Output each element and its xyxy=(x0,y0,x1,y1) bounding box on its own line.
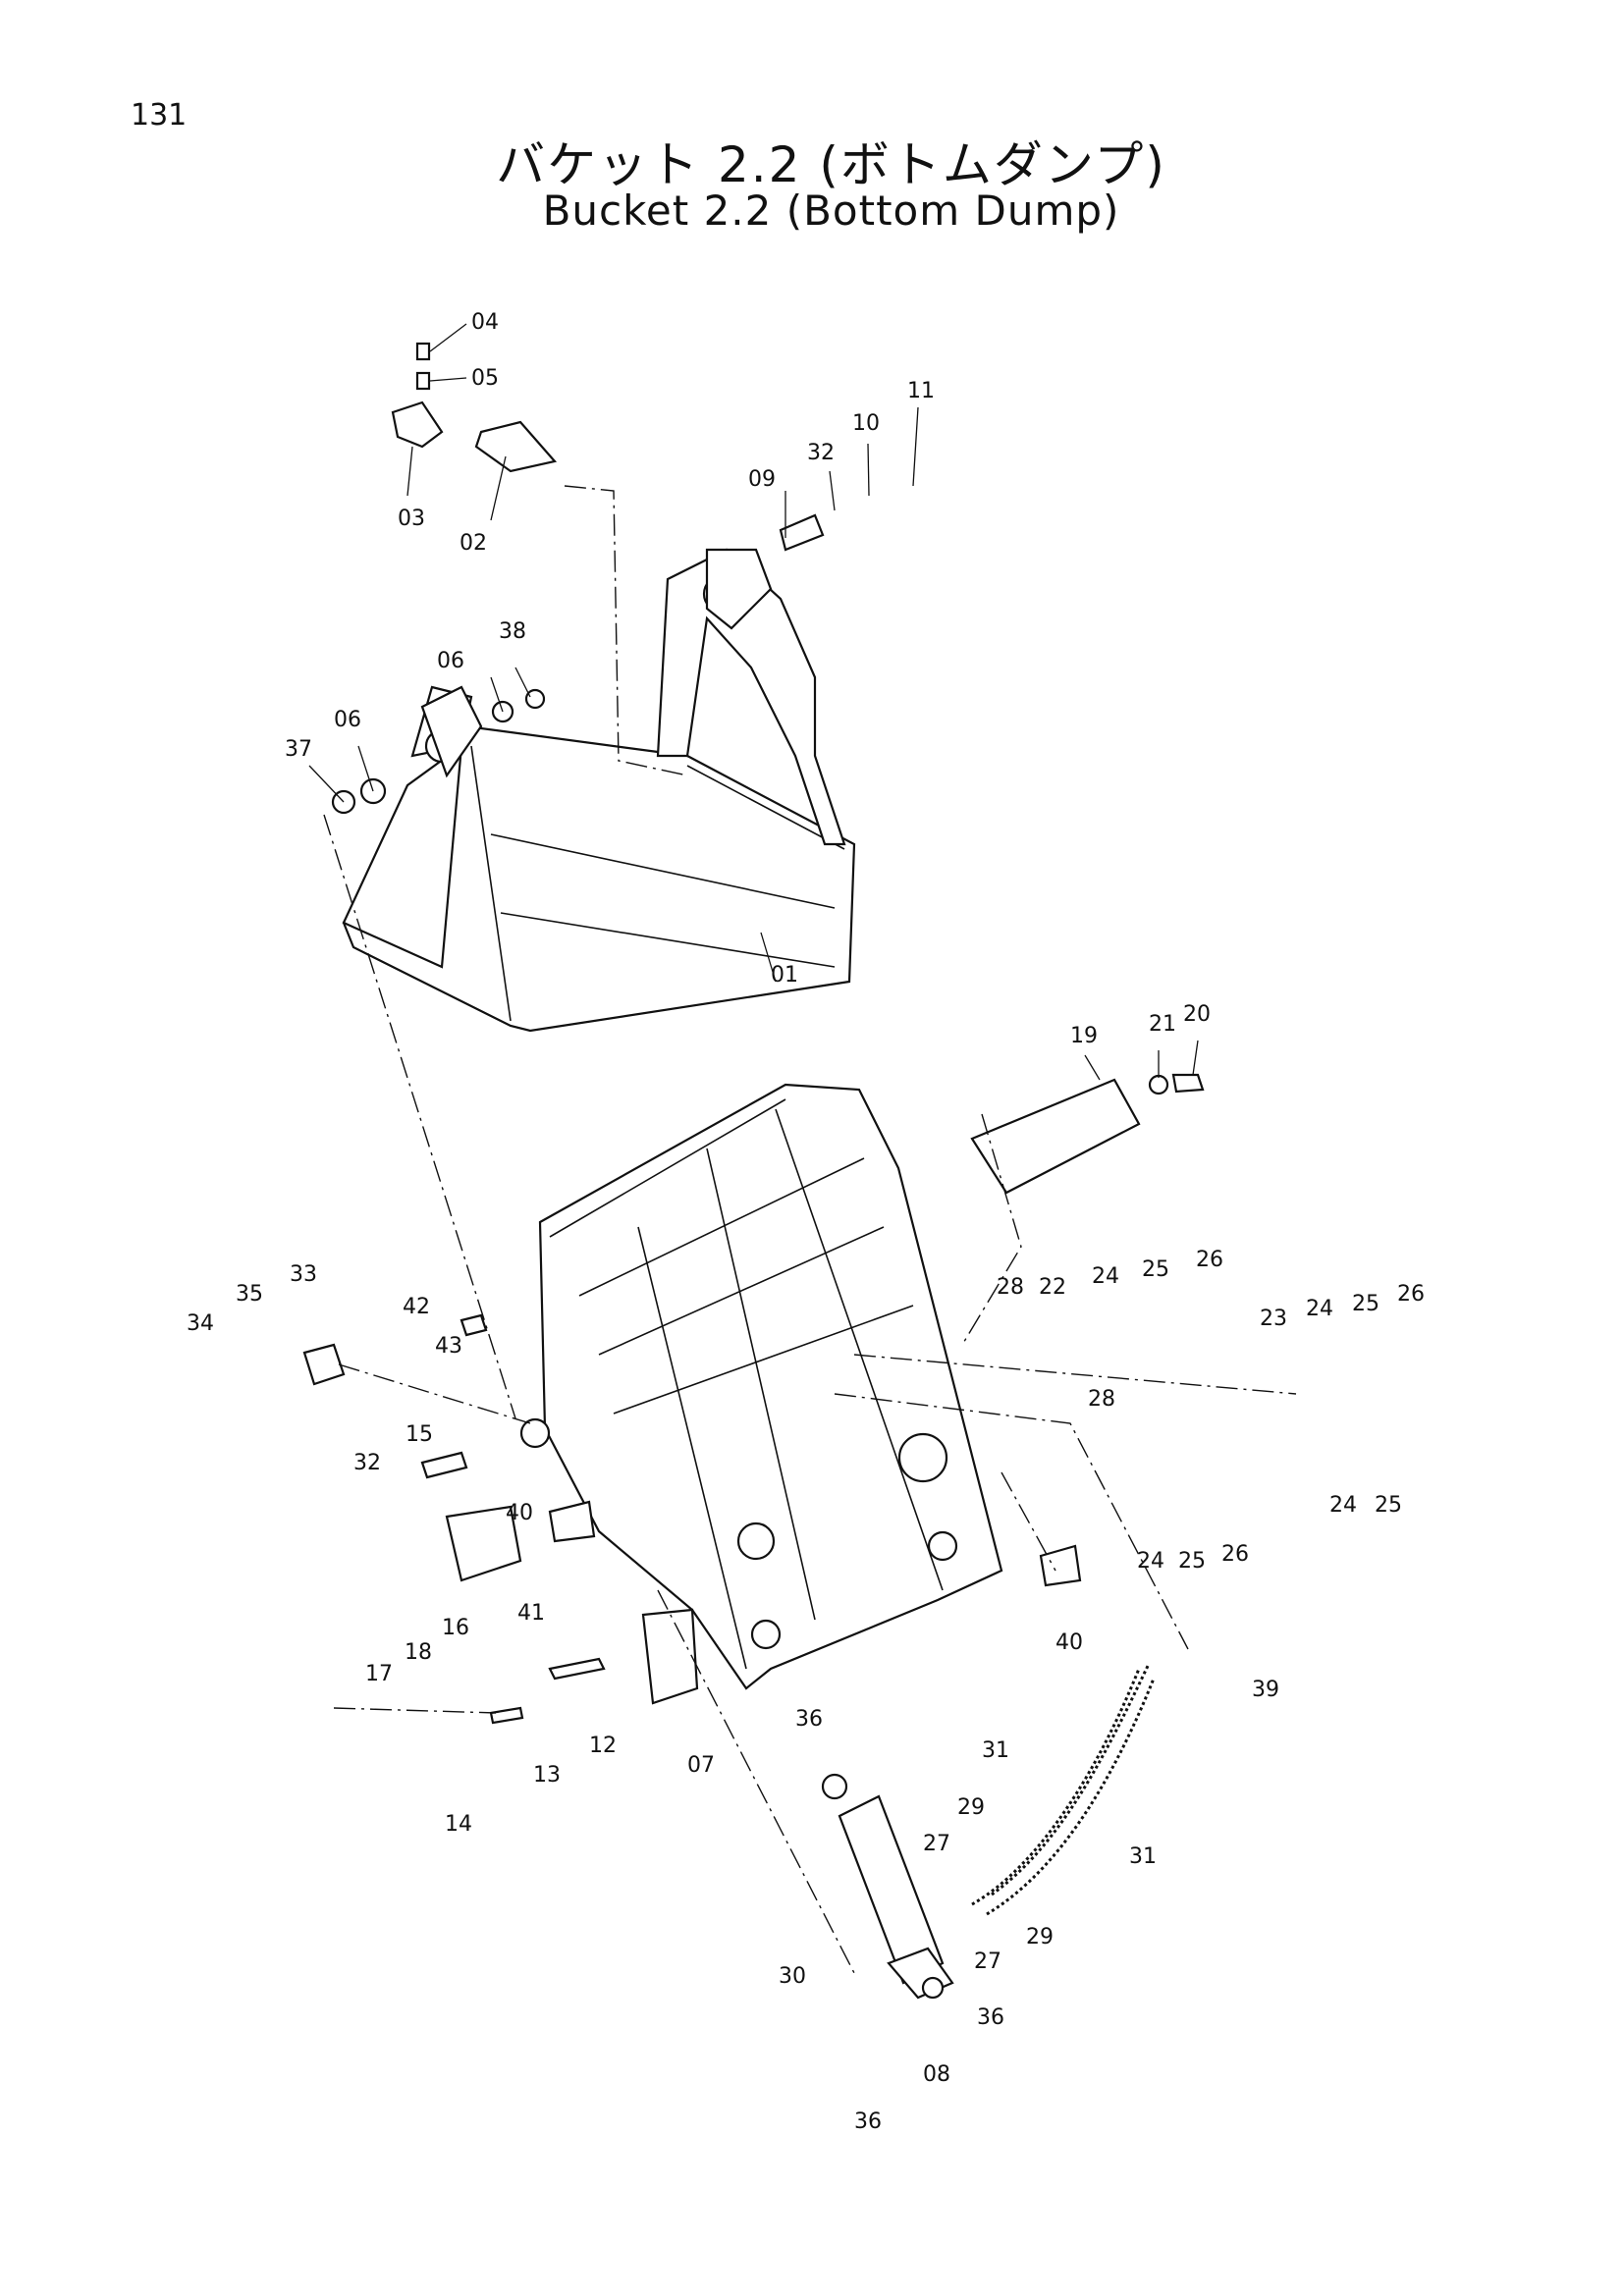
callout-31a: 31 xyxy=(982,1738,1009,1763)
callout-27a: 27 xyxy=(923,1832,950,1856)
callout-24a: 24 xyxy=(1092,1264,1119,1289)
assembly-lines xyxy=(323,485,1297,1974)
callout-01: 01 xyxy=(771,963,798,988)
cylinder xyxy=(821,1773,954,2000)
callout-09: 09 xyxy=(748,467,776,492)
callout-32b: 32 xyxy=(353,1451,381,1475)
page-number: 131 xyxy=(131,98,188,133)
callout-25c: 25 xyxy=(1375,1493,1402,1518)
callout-24c: 24 xyxy=(1329,1493,1357,1518)
callout-35: 35 xyxy=(236,1282,263,1307)
callout-08: 08 xyxy=(923,2062,950,2087)
callout-36c: 36 xyxy=(854,2109,882,2134)
callout-42: 42 xyxy=(403,1295,430,1319)
callout-34: 34 xyxy=(187,1311,214,1336)
callout-28a: 28 xyxy=(997,1275,1024,1300)
callout-27b: 27 xyxy=(974,1949,1001,1974)
callout-39: 39 xyxy=(1252,1678,1279,1702)
callout-15: 15 xyxy=(406,1422,433,1447)
callout-32a: 32 xyxy=(807,441,835,465)
callout-40b: 40 xyxy=(1055,1630,1083,1655)
callout-26c: 26 xyxy=(1221,1542,1249,1567)
callout-13: 13 xyxy=(533,1763,561,1788)
title-english: Bucket 2.2 (Bottom Dump) xyxy=(542,187,1120,235)
callout-labels: 04 05 03 02 09 32 10 11 38 06 06 37 01 1… xyxy=(187,310,1425,2134)
callout-29a: 29 xyxy=(957,1795,985,1820)
callout-19: 19 xyxy=(1070,1024,1098,1048)
callout-06b: 06 xyxy=(334,708,361,732)
callout-10: 10 xyxy=(852,411,880,436)
callout-40a: 40 xyxy=(506,1501,533,1525)
callout-14: 14 xyxy=(445,1812,472,1837)
callout-23: 23 xyxy=(1260,1307,1287,1331)
callout-33: 33 xyxy=(290,1262,317,1287)
callout-29b: 29 xyxy=(1026,1925,1054,1949)
leader-lines xyxy=(308,323,1199,1081)
callout-06a: 06 xyxy=(437,649,464,673)
callout-07: 07 xyxy=(687,1753,715,1778)
cover-plate xyxy=(970,1073,1205,1195)
callout-03: 03 xyxy=(398,507,425,531)
title-japanese: バケット 2.2 (ボトムダンプ) xyxy=(496,136,1166,193)
callout-25d: 25 xyxy=(1178,1549,1206,1574)
callout-43: 43 xyxy=(435,1334,462,1359)
callout-25b: 25 xyxy=(1352,1292,1380,1316)
callout-12: 12 xyxy=(589,1734,617,1758)
callout-16: 16 xyxy=(442,1616,469,1640)
callout-02: 02 xyxy=(460,531,487,556)
callout-26b: 26 xyxy=(1397,1282,1425,1307)
bucket-frame xyxy=(519,1083,1003,1705)
callout-41: 41 xyxy=(517,1601,545,1626)
callout-26a: 26 xyxy=(1196,1248,1223,1272)
callout-04: 04 xyxy=(471,310,499,335)
callout-31b: 31 xyxy=(1129,1844,1157,1869)
callout-30: 30 xyxy=(779,1964,806,1989)
callout-22: 22 xyxy=(1039,1275,1066,1300)
callout-17: 17 xyxy=(365,1662,393,1686)
callout-20: 20 xyxy=(1183,1002,1211,1027)
callout-24d: 24 xyxy=(1137,1549,1164,1574)
callout-21: 21 xyxy=(1149,1012,1176,1037)
callout-37: 37 xyxy=(285,737,312,762)
bucket-shell xyxy=(342,548,856,1033)
small-parts xyxy=(302,342,1082,1725)
callout-25a: 25 xyxy=(1142,1257,1169,1282)
callout-11: 11 xyxy=(907,379,935,403)
callout-38: 38 xyxy=(499,619,526,644)
callout-05: 05 xyxy=(471,366,499,391)
hoses xyxy=(971,1663,1156,1916)
callout-18: 18 xyxy=(405,1640,432,1665)
callout-24b: 24 xyxy=(1306,1297,1333,1321)
callout-36a: 36 xyxy=(795,1707,823,1732)
callout-36b: 36 xyxy=(977,2005,1004,2030)
callout-28b: 28 xyxy=(1088,1387,1115,1412)
